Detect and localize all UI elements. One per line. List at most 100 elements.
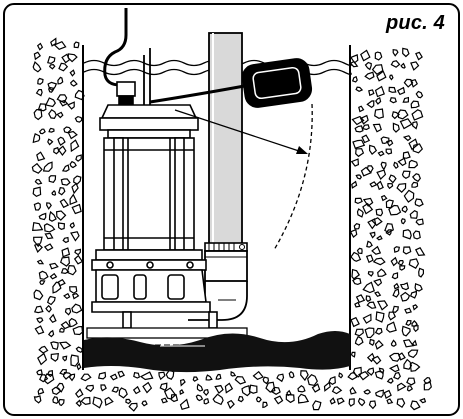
gravel-stone <box>241 385 251 397</box>
gravel-stone <box>262 401 268 409</box>
gravel-stone <box>407 349 419 359</box>
gravel-stone <box>376 70 387 82</box>
gravel-stone <box>165 369 175 380</box>
gravel-stone <box>336 397 345 405</box>
gravel-stone <box>71 203 82 215</box>
gravel-stone <box>401 325 411 337</box>
gravel-stone <box>406 385 414 392</box>
gravel-stone <box>399 265 406 271</box>
gravel-stone <box>365 295 372 303</box>
gravel-stone <box>75 388 84 399</box>
gravel-stone <box>419 397 427 404</box>
gravel-stone <box>331 386 343 395</box>
gravel-stone <box>418 267 424 278</box>
gravel-stone <box>43 243 54 252</box>
gravel-stone <box>376 235 383 241</box>
gravel-stone <box>393 282 400 290</box>
gravel-stone <box>57 145 67 156</box>
gravel-stone <box>312 400 322 411</box>
gravel-stone <box>388 174 397 184</box>
gravel-stone <box>364 327 375 339</box>
gravel-stone <box>392 288 400 298</box>
gravel-stone <box>47 55 56 65</box>
gravel-stone <box>399 118 413 130</box>
gravel-stone <box>56 94 68 104</box>
discharge-pipe-icon <box>188 32 248 321</box>
gravel-stone <box>62 236 69 244</box>
gravel-stone <box>391 272 399 280</box>
gravel-stone <box>391 111 400 120</box>
gravel-stone <box>57 136 66 146</box>
gravel-stone <box>60 268 70 275</box>
gravel-stone <box>375 311 385 323</box>
gravel-stone <box>396 382 407 392</box>
gravel-stone <box>255 396 262 403</box>
gravel-stone <box>69 160 77 169</box>
gravel-stone <box>51 190 57 196</box>
gravel-stone <box>392 122 400 133</box>
gravel-stone <box>69 79 78 87</box>
gravel-stone <box>397 260 404 266</box>
gravel-stone <box>38 212 47 221</box>
gravel-stone <box>38 128 46 135</box>
gravel-stone <box>329 397 336 405</box>
gravel-stone <box>36 42 44 51</box>
gravel-stone <box>353 223 361 230</box>
gravel-stone <box>49 313 57 324</box>
gravel-stone <box>170 393 179 403</box>
gravel-stone <box>371 355 382 365</box>
gravel-stone <box>128 402 138 412</box>
gravel-stone <box>369 338 375 347</box>
gravel-stone <box>377 268 387 277</box>
gravel-stone <box>56 111 64 119</box>
gravel-stone <box>132 385 141 395</box>
gravel-stone <box>355 294 366 304</box>
gravel-stone <box>92 396 103 409</box>
gravel-stone <box>347 371 358 381</box>
gravel-stone <box>62 371 72 380</box>
gravel-stone <box>388 86 397 93</box>
gravel-stone <box>371 245 382 255</box>
float-arrow-head <box>296 146 308 154</box>
gravel-stone <box>58 187 66 196</box>
gravel-stone <box>158 371 166 381</box>
gravel-stone <box>36 259 45 265</box>
gravel-stone <box>58 62 69 72</box>
gravel-stone <box>80 396 91 406</box>
gravel-stone <box>323 381 331 392</box>
gravel-stone <box>66 264 77 276</box>
gravel-stone <box>362 202 374 215</box>
gravel-stone <box>74 115 83 123</box>
gravel-stone <box>358 370 370 381</box>
gravel-stone <box>179 398 190 411</box>
gravel-stone <box>48 175 57 183</box>
gravel-stone <box>37 77 44 85</box>
gravel-stone <box>414 198 424 207</box>
gravel-stone <box>59 327 65 333</box>
gravel-stone <box>410 100 420 109</box>
gravel-stone <box>34 243 43 253</box>
gravel-stone <box>403 358 413 370</box>
gravel-stone <box>400 291 411 302</box>
gravel-stone <box>71 182 79 195</box>
gravel-stone <box>237 395 244 403</box>
gravel-stone <box>374 51 383 61</box>
float-switch-icon <box>241 58 313 108</box>
gravel-stone <box>377 150 385 157</box>
gravel-stone <box>58 398 65 407</box>
gravel-stone <box>159 382 168 391</box>
float-cable <box>149 83 251 104</box>
gravel-stone <box>384 222 394 234</box>
gravel-stone <box>75 399 82 407</box>
gravel-stone <box>404 307 412 314</box>
gravel-stone <box>356 247 363 255</box>
gravel-stone <box>61 247 71 258</box>
gravel-stone <box>60 178 71 186</box>
gravel-stone <box>385 229 392 236</box>
gravel-stone <box>35 88 43 97</box>
float-arrow-line <box>174 109 303 153</box>
gravel-stone <box>400 62 406 69</box>
gravel-stone <box>363 389 372 395</box>
gravel-stone <box>362 281 375 294</box>
gravel-stone <box>328 375 336 386</box>
